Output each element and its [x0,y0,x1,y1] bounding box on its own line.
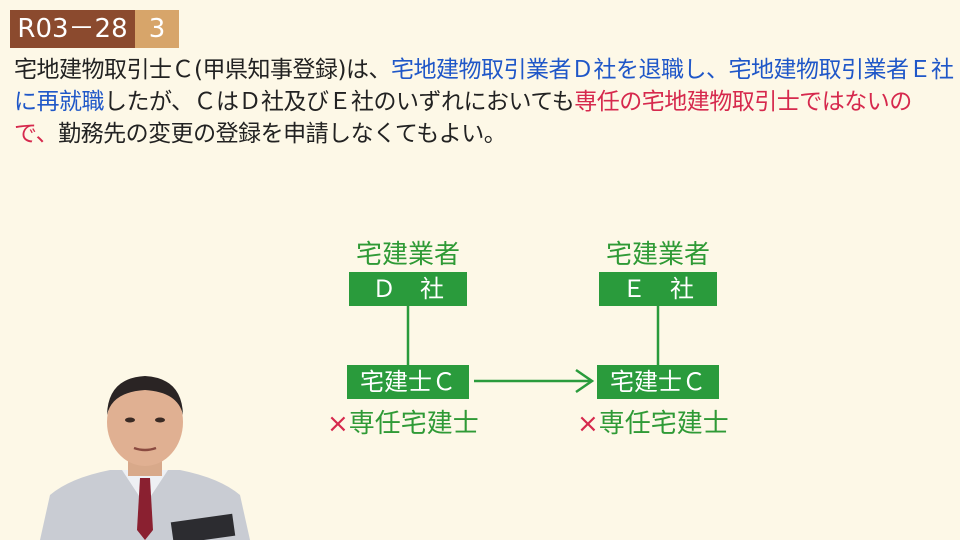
left-role-label: ×専任宅建士 [327,403,479,440]
question-seg-1: 宅地建物取引士Ｃ(甲県知事登録)は、 [14,57,391,83]
left-cross-mark: × [327,409,349,439]
question-seg-2: 宅地建物取引業者Ｄ社を退職し、宅地建物取引業者Ｅ社に再就職 [14,57,954,115]
right-role-label: ×専任宅建士 [577,403,729,440]
answer-number-badge: 3 [135,10,179,48]
left-role-text: 専任宅建士 [348,409,479,439]
question-seg-3: したが、ＣはＤ社及びＥ社のいずれにおいても [104,89,575,115]
question-code-badge: R03－28 [10,10,135,48]
left-person-box: 宅建士Ｃ [347,365,469,399]
right-person-box: 宅建士Ｃ [597,365,719,399]
question-text: 宅地建物取引士Ｃ(甲県知事登録)は、宅地建物取引業者Ｄ社を退職し、宅地建物取引業… [14,54,954,150]
question-seg-4: 専任の宅地建物取引士ではないので、 [14,89,912,147]
right-business-label: 宅建業者 [605,240,710,270]
presenter-video [40,376,250,540]
right-cross-mark: × [577,409,599,439]
transfer-arrow-head [575,368,595,394]
right-role-text: 専任宅建士 [598,409,729,439]
question-seg-5: 勤務先の変更の登録を申請しなくてもよい。 [58,121,507,147]
left-company-box: Ｄ 社 [349,272,467,306]
right-company-box: Ｅ 社 [599,272,717,306]
left-business-label: 宅建業者 [355,240,460,270]
